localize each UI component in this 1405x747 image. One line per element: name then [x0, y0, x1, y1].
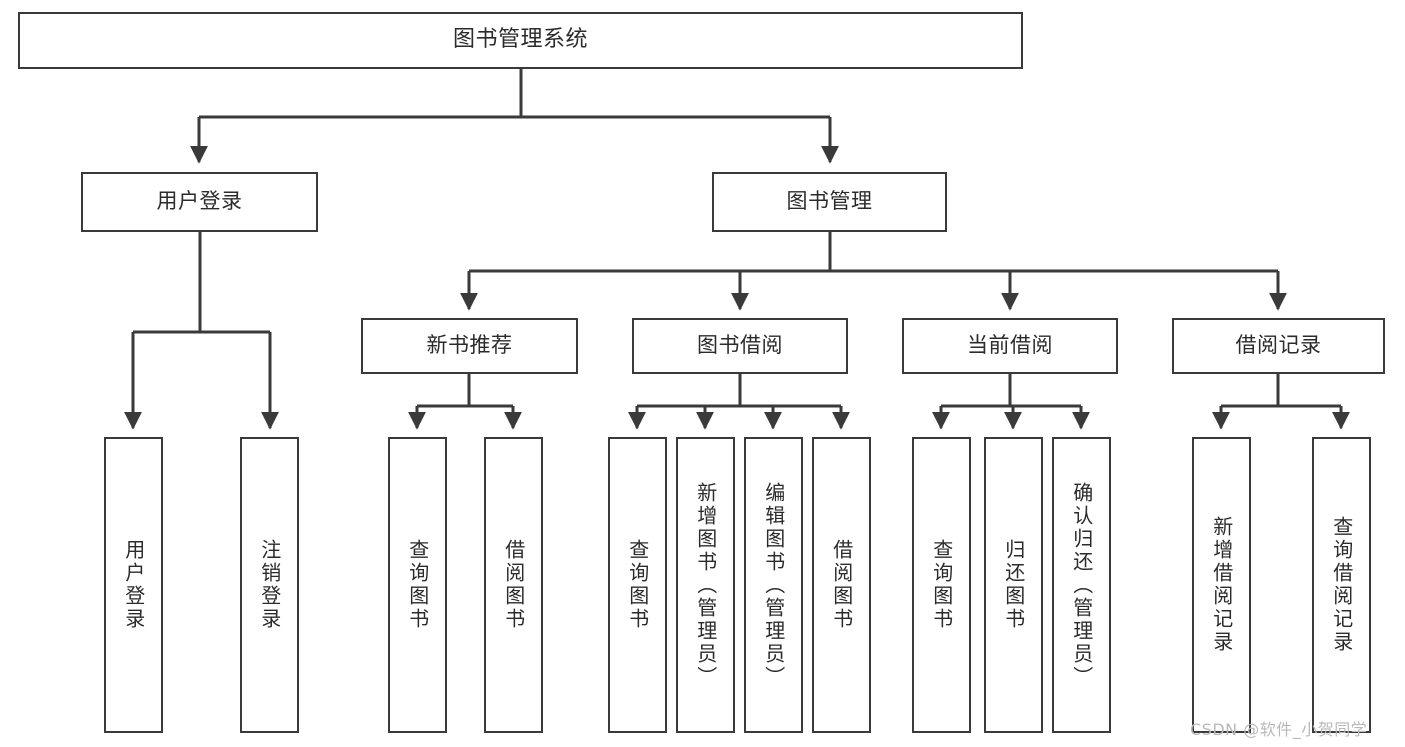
node-leaf-confirm-return-label: 确认归还（管理员）	[1069, 481, 1094, 689]
node-new-book-rec-label: 新书推荐	[426, 333, 513, 358]
node-book-manage[interactable]: 图书管理	[712, 172, 947, 232]
node-leaf-user-logout-label: 注销登录	[257, 539, 282, 631]
node-leaf-edit-book-label: 编辑图书（管理员）	[761, 481, 786, 689]
node-leaf-query-record-label: 查询借阅记录	[1329, 516, 1354, 654]
node-current-borrow-label: 当前借阅	[967, 333, 1053, 358]
node-leaf-query-book-label: 查询图书	[625, 539, 650, 631]
node-leaf-add-record-label: 新增借阅记录	[1209, 516, 1234, 654]
node-leaf-confirm-return[interactable]: 确认归还（管理员）	[1052, 437, 1111, 733]
csdn-watermark: CSDN @软件_小贺同学	[1190, 720, 1368, 739]
node-leaf-query-book-rec-label: 查询图书	[405, 539, 430, 631]
node-book-borrow-label: 图书借阅	[697, 333, 783, 358]
node-leaf-add-book[interactable]: 新增图书（管理员）	[676, 437, 735, 733]
node-leaf-borrow-book-rec[interactable]: 借阅图书	[484, 437, 543, 733]
node-leaf-borrow-book-label: 借阅图书	[829, 539, 854, 631]
node-leaf-query-book-rec[interactable]: 查询图书	[388, 437, 447, 733]
node-leaf-query-record[interactable]: 查询借阅记录	[1312, 437, 1371, 733]
node-new-book-rec[interactable]: 新书推荐	[361, 318, 578, 374]
node-user-login-label: 用户登录	[156, 189, 243, 214]
node-leaf-add-book-label: 新增图书（管理员）	[693, 481, 718, 689]
node-root-label: 图书管理系统	[452, 27, 588, 53]
node-book-borrow[interactable]: 图书借阅	[632, 318, 848, 374]
node-book-manage-label: 图书管理	[786, 189, 873, 214]
node-leaf-return-book-label: 归还图书	[1001, 539, 1026, 631]
node-leaf-query-book-cur-label: 查询图书	[929, 539, 954, 631]
node-current-borrow[interactable]: 当前借阅	[902, 318, 1118, 374]
node-leaf-add-record[interactable]: 新增借阅记录	[1192, 437, 1251, 733]
node-borrow-record[interactable]: 借阅记录	[1172, 318, 1385, 374]
node-root[interactable]: 图书管理系统	[18, 12, 1023, 69]
node-leaf-user-login-label: 用户登录	[121, 539, 146, 631]
node-leaf-user-login[interactable]: 用户登录	[104, 437, 163, 733]
node-leaf-return-book[interactable]: 归还图书	[984, 437, 1043, 733]
node-leaf-borrow-book-rec-label: 借阅图书	[501, 539, 526, 631]
node-leaf-query-book-cur[interactable]: 查询图书	[912, 437, 971, 733]
node-leaf-borrow-book[interactable]: 借阅图书	[812, 437, 871, 733]
node-user-login[interactable]: 用户登录	[81, 172, 318, 232]
node-leaf-query-book[interactable]: 查询图书	[608, 437, 667, 733]
node-leaf-edit-book[interactable]: 编辑图书（管理员）	[744, 437, 803, 733]
node-leaf-user-logout[interactable]: 注销登录	[240, 437, 299, 733]
node-borrow-record-label: 借阅记录	[1235, 333, 1322, 358]
